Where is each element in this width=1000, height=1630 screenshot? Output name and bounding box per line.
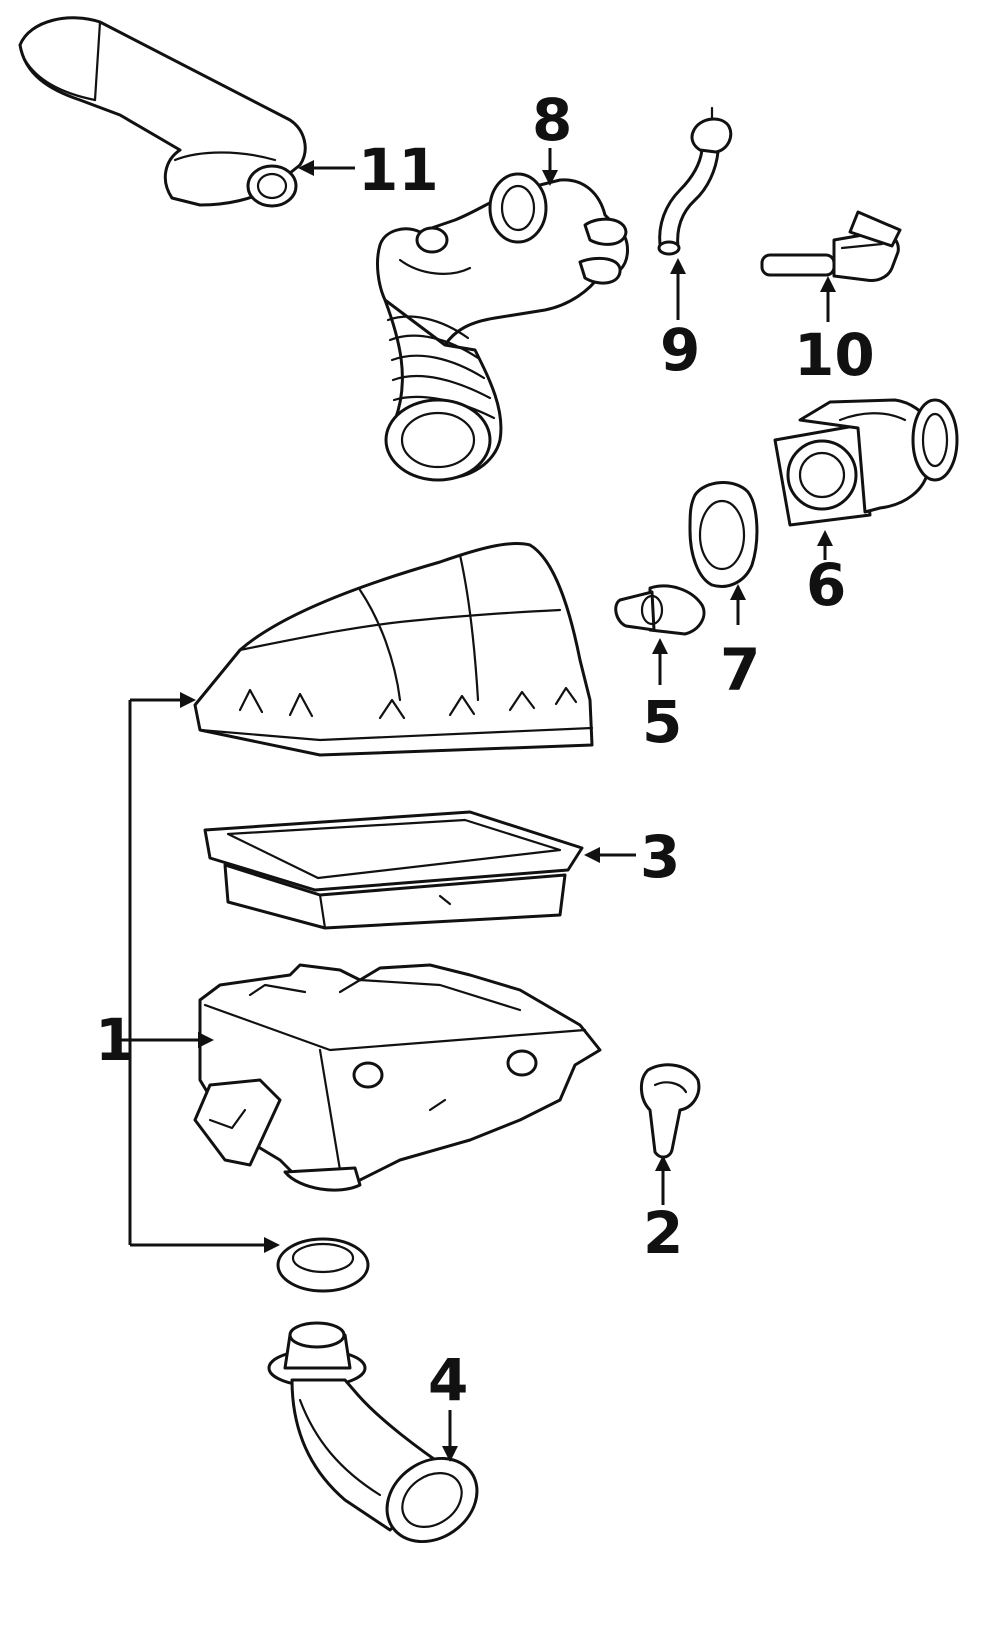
arrowhead-4	[442, 1446, 458, 1462]
callout-6: 6	[806, 551, 846, 619]
callout-1: 1	[95, 1006, 135, 1074]
arrowhead-10	[820, 276, 836, 292]
part-10-sensor	[760, 210, 902, 282]
callout-2: 2	[643, 1199, 683, 1267]
arrowhead-5	[652, 638, 668, 654]
part-2-clip	[640, 1063, 701, 1159]
arrowhead-1-grommet	[264, 1237, 280, 1253]
arrowhead-11	[298, 160, 314, 176]
arrowhead-8	[542, 170, 558, 186]
part-3-filter-element	[203, 810, 584, 930]
arrowhead-3	[584, 847, 600, 863]
leader-lines	[115, 148, 836, 1462]
part-5-valve	[614, 584, 706, 636]
callout-8: 8	[532, 86, 572, 154]
callout-7: 7	[720, 636, 760, 704]
callout-3: 3	[640, 823, 680, 891]
part-7-gasket	[688, 481, 759, 588]
arrowhead-7	[730, 584, 746, 600]
part-4-outlet-elbow	[267, 1321, 479, 1544]
part-8-air-tube	[376, 172, 629, 482]
arrowhead-2	[655, 1155, 671, 1171]
arrowhead-6	[817, 530, 833, 546]
arrowhead-9	[670, 258, 686, 274]
callout-numbers: 1 2 3 4 5 6 7 8 9 10 11	[95, 86, 875, 1414]
part-1-grommet	[276, 1237, 370, 1293]
part-11-intake-duct	[18, 16, 307, 208]
callout-5: 5	[642, 688, 682, 756]
callout-4: 4	[428, 1346, 468, 1414]
arrowhead-1-case	[198, 1032, 214, 1048]
part-1-air-cleaner-lid	[193, 542, 594, 757]
part-9-hose	[657, 106, 733, 256]
part-1-air-cleaner-case	[193, 963, 602, 1192]
part-6-air-flow-meter	[773, 398, 959, 527]
arrowhead-1-lid	[180, 692, 196, 708]
callout-11: 11	[358, 136, 439, 204]
callout-10: 10	[794, 321, 875, 389]
callout-9: 9	[660, 316, 700, 384]
